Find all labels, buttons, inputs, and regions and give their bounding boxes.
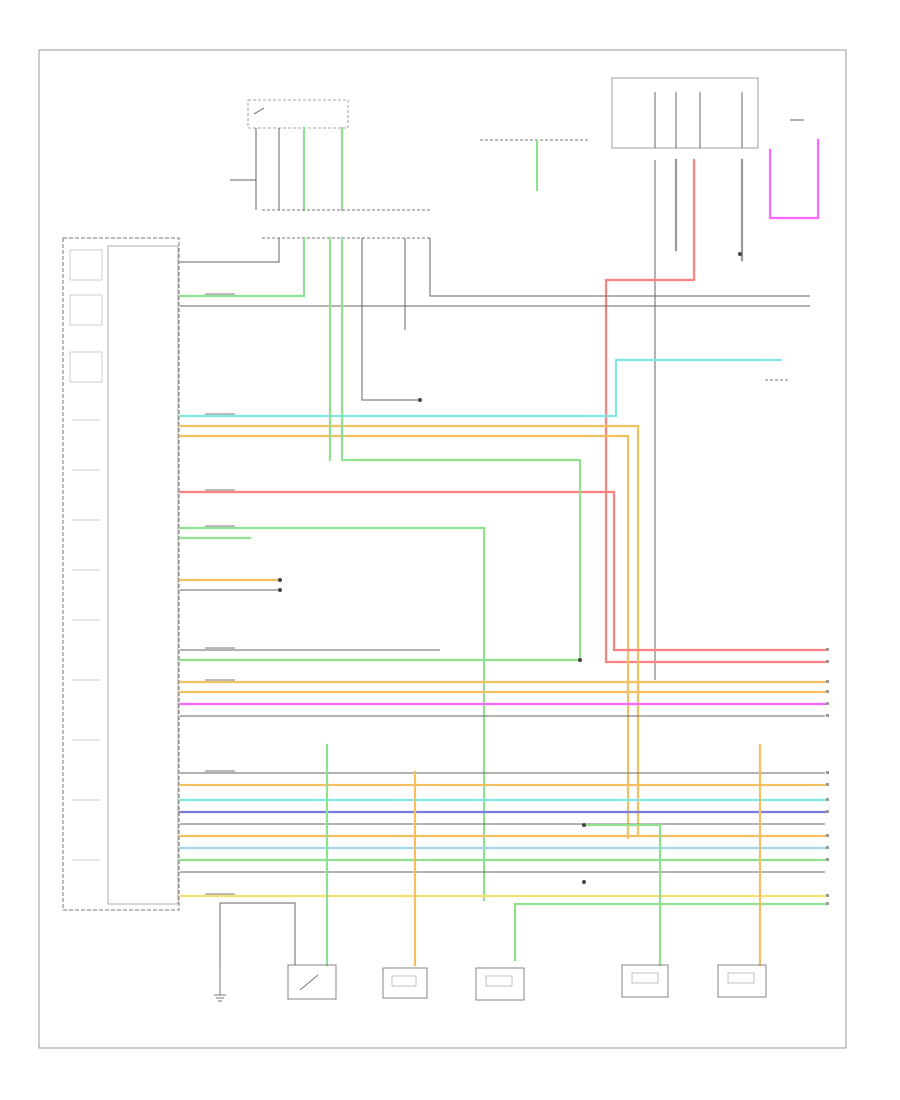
junction-dots [278, 252, 742, 884]
top-left-verticals [230, 126, 344, 212]
ground-symbol [214, 965, 226, 1002]
right-sensor-loop [768, 138, 820, 220]
bottom-component-3 [475, 967, 525, 1001]
bottom-component-5 [717, 964, 767, 998]
control-module [62, 237, 180, 911]
right-terminals [826, 648, 829, 905]
diagram-frame [38, 49, 847, 1049]
wire-color-tags [205, 293, 235, 895]
module-pin-labels [69, 249, 103, 861]
bottom-component-2 [382, 967, 428, 999]
top-left-connector [247, 99, 349, 129]
module-row-wires [178, 236, 827, 967]
bottom-component-1 [287, 964, 337, 1000]
top-right-drops [604, 92, 827, 680]
top-right-connector [611, 77, 759, 149]
bottom-components [287, 964, 767, 1001]
bottom-component-4 [621, 964, 669, 998]
